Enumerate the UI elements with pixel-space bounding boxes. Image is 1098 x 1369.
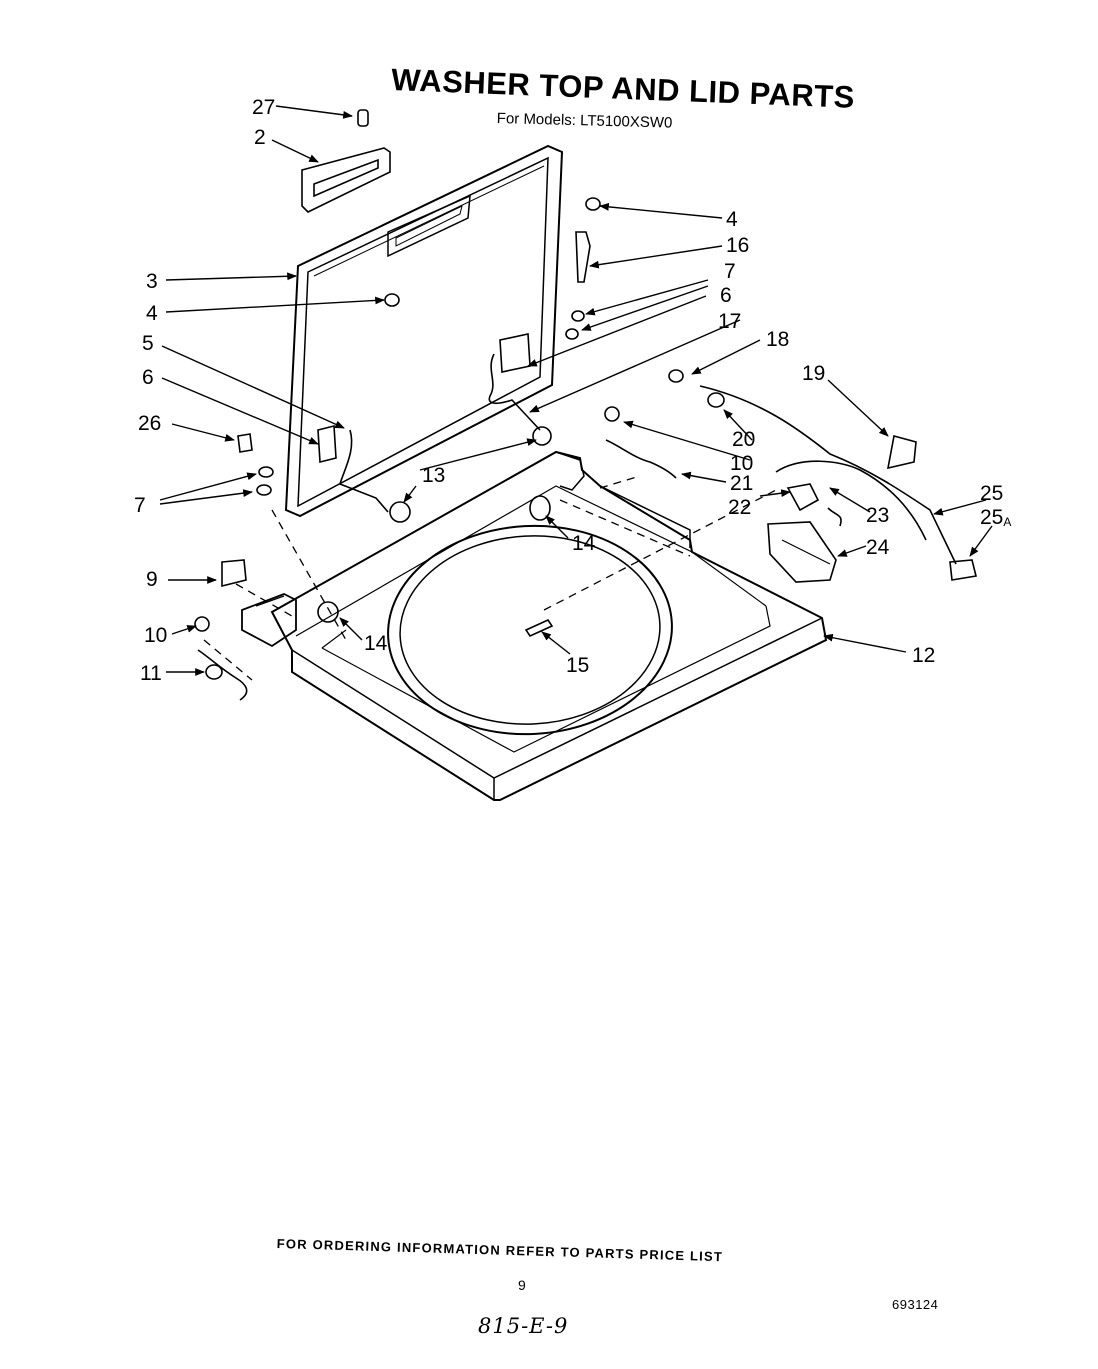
- callout-12: 12: [912, 644, 935, 667]
- small-parts: [194, 109, 977, 701]
- callout-5: 5: [142, 332, 154, 355]
- callout-22: 22: [728, 496, 751, 519]
- assembly-dashed-lines: [203, 475, 781, 681]
- callout-numbers: 27 2 3 4 4 16 7 6 17 5 6 26 7 18 19 20 1…: [134, 96, 1011, 685]
- callout-23: 23: [866, 504, 889, 527]
- callout-3: 3: [146, 270, 158, 293]
- callout-6-left: 6: [142, 366, 154, 389]
- callout-20: 20: [732, 428, 755, 451]
- callout-10-right: 10: [730, 452, 753, 475]
- handwritten-note: 815-E-9: [478, 1314, 569, 1338]
- callout-4-left: 4: [146, 302, 158, 325]
- callout-15: 15: [566, 654, 589, 677]
- page-number: 9: [518, 1277, 526, 1293]
- lid-frame: [284, 144, 564, 518]
- callout-25a: 25A: [980, 506, 1011, 529]
- document-number: 693124: [892, 1297, 939, 1312]
- callout-6-right: 6: [720, 284, 732, 307]
- callout-25a-number: 25: [980, 506, 1003, 529]
- callout-19: 19: [802, 362, 825, 385]
- callout-27: 27: [252, 96, 275, 119]
- callout-4-right: 4: [726, 208, 738, 231]
- callout-7-right: 7: [724, 260, 736, 283]
- callout-21: 21: [730, 472, 753, 495]
- callout-25a-suffix: A: [1003, 515, 1011, 529]
- callout-24: 24: [866, 536, 890, 559]
- callout-2: 2: [254, 126, 266, 149]
- callout-11: 11: [140, 662, 162, 685]
- callout-13: 13: [422, 464, 445, 487]
- washer-top-panel: [241, 450, 828, 801]
- callout-9: 9: [146, 568, 158, 591]
- callout-16: 16: [726, 234, 749, 257]
- callout-26: 26: [138, 412, 161, 435]
- callout-14-right: 14: [572, 532, 596, 555]
- callout-18: 18: [766, 328, 789, 351]
- callout-14-left: 14: [364, 632, 388, 655]
- callout-17: 17: [718, 310, 741, 333]
- leader-lines: [159, 105, 993, 676]
- callout-7-left: 7: [134, 494, 146, 517]
- callout-25: 25: [980, 482, 1003, 505]
- callout-10-left: 10: [144, 624, 167, 647]
